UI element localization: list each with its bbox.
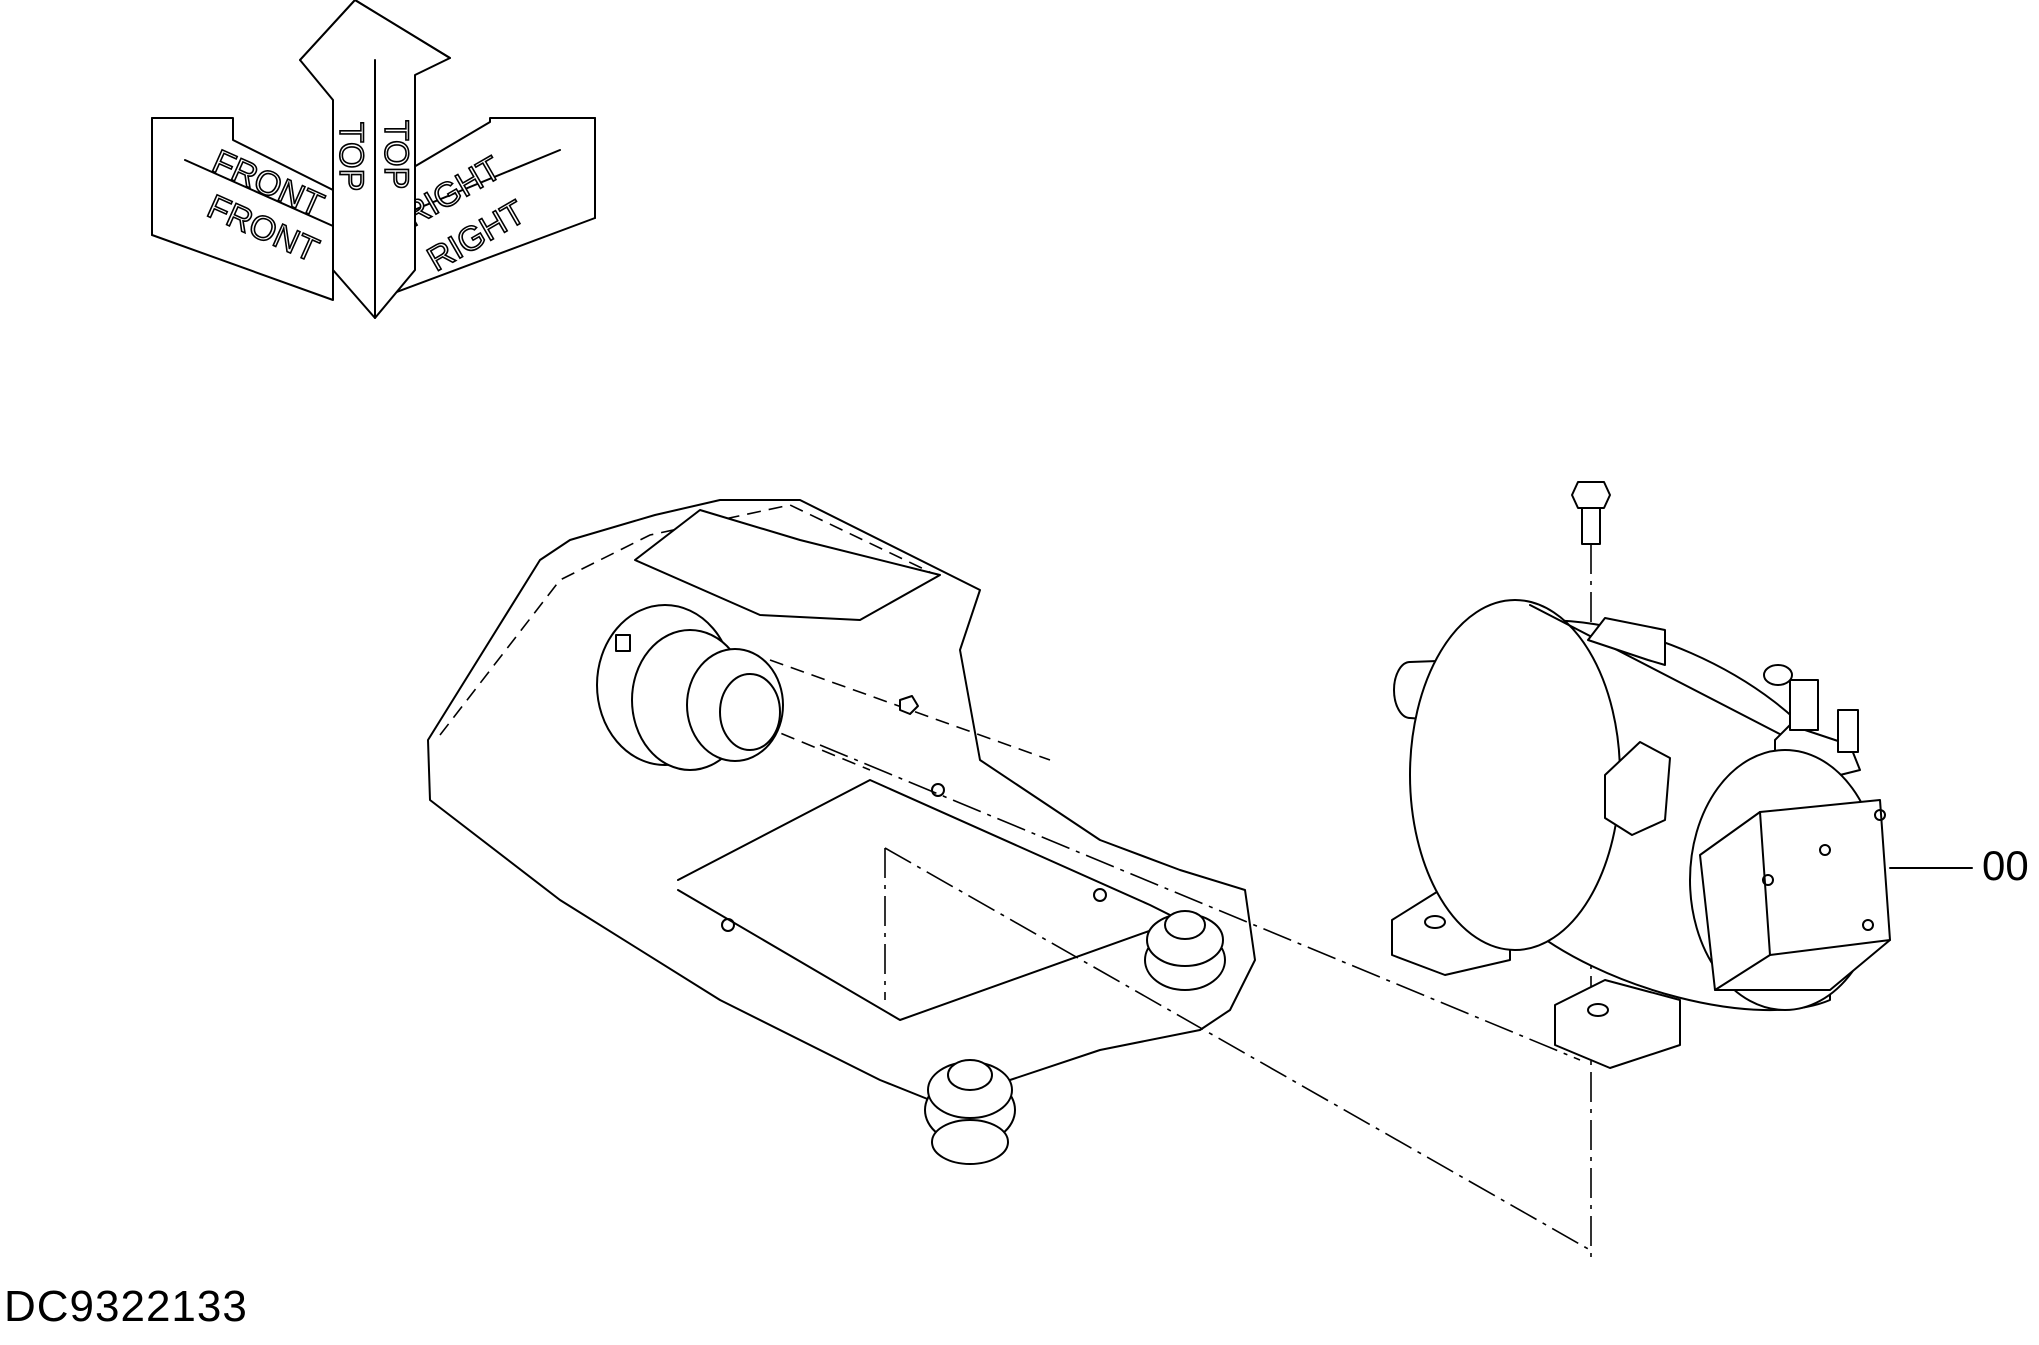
front-arrow: FRONT FRONT bbox=[151, 117, 334, 301]
motor bbox=[1391, 599, 1973, 1069]
isolator-right bbox=[1144, 910, 1226, 991]
callout-label-motor: 00 bbox=[1982, 842, 2029, 889]
base-frame bbox=[427, 499, 1591, 1251]
fitting bbox=[1763, 664, 1861, 776]
top-label-left: TOP bbox=[332, 122, 370, 191]
top-label-right: TOP bbox=[377, 120, 415, 189]
drawing-id: DC9322133 bbox=[4, 1282, 248, 1331]
orientation-indicator: FRONT FRONT RIGHT RIGHT TOP TOP bbox=[151, 0, 596, 319]
top-arrow: TOP TOP bbox=[299, 0, 451, 319]
coupling-hub bbox=[596, 604, 784, 771]
isolator-front bbox=[924, 1059, 1016, 1165]
